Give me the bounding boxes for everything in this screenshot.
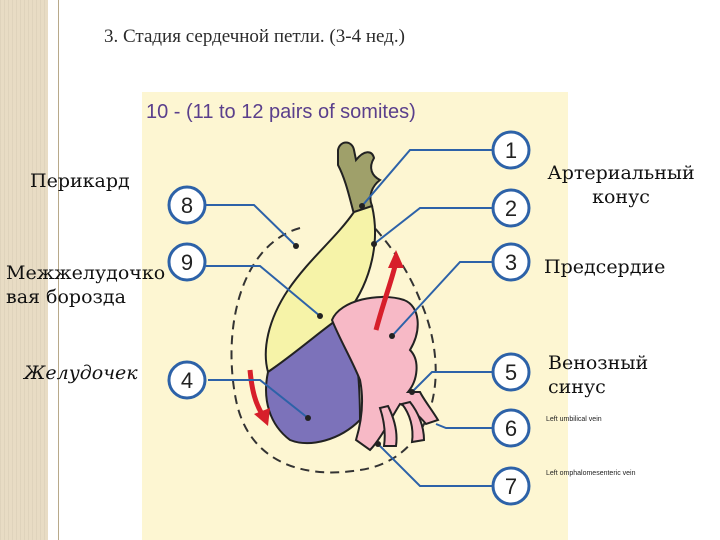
leader-dot (375, 441, 381, 447)
label-omphalomesenteric-vein: Left omphalomesenteric vein (546, 470, 636, 477)
leader-dot (317, 313, 323, 319)
label-arterial-cone-line1: Артериальный (547, 162, 695, 184)
looping-arrow-up-head (388, 250, 404, 268)
marker-3: 3 (505, 250, 517, 275)
label-venous-sinus-line2: синус (548, 376, 606, 398)
label-pericard: Перикард (30, 170, 130, 192)
leader-dot (305, 415, 311, 421)
label-umbilical-vein: Left umbilical vein (546, 416, 602, 423)
atrium-and-sinus (330, 296, 440, 452)
label-atrium: Предсердие (544, 256, 666, 278)
label-venous-sinus-line1: Венозный (548, 352, 649, 374)
leader-dot (409, 389, 415, 395)
image-header: 10 - (11 to 12 pairs of somites) (146, 101, 416, 123)
marker-1: 1 (505, 138, 517, 163)
slide-title: 3. Стадия сердечной петли. (3-4 нед.) (104, 26, 405, 47)
leader-dot (359, 203, 365, 209)
marker-9: 9 (181, 250, 193, 275)
leader-dot (389, 333, 395, 339)
marker-circles (167, 130, 531, 506)
slide-left-divider (58, 0, 59, 540)
label-ventricle: Желудочек (24, 362, 138, 384)
truncus-arteriosus (337, 141, 382, 216)
sinus-vein-stub (400, 400, 426, 444)
marker-5: 5 (505, 360, 517, 385)
label-arterial-cone-line2: конус (592, 186, 650, 208)
looping-arrow-down (247, 369, 265, 416)
pericardium-outline (230, 209, 437, 474)
marker-7: 7 (505, 474, 517, 499)
marker-4: 4 (181, 368, 193, 393)
leader-lines-right (361, 149, 492, 487)
marker-8: 8 (181, 193, 193, 218)
primitive-ventricle (265, 310, 362, 445)
label-interventricular-line2: вая борозда (6, 286, 126, 308)
marker-6: 6 (505, 416, 517, 441)
label-interventricular-line1: Межжелудочко (6, 262, 166, 284)
slide-left-decoration (0, 0, 48, 540)
leader-dot (371, 241, 377, 247)
sinus-vein-stub (378, 404, 398, 447)
leader-lines-left (206, 204, 321, 419)
leader-dot (293, 243, 299, 249)
marker-2: 2 (505, 196, 517, 221)
looping-arrow-down-head (254, 408, 270, 426)
